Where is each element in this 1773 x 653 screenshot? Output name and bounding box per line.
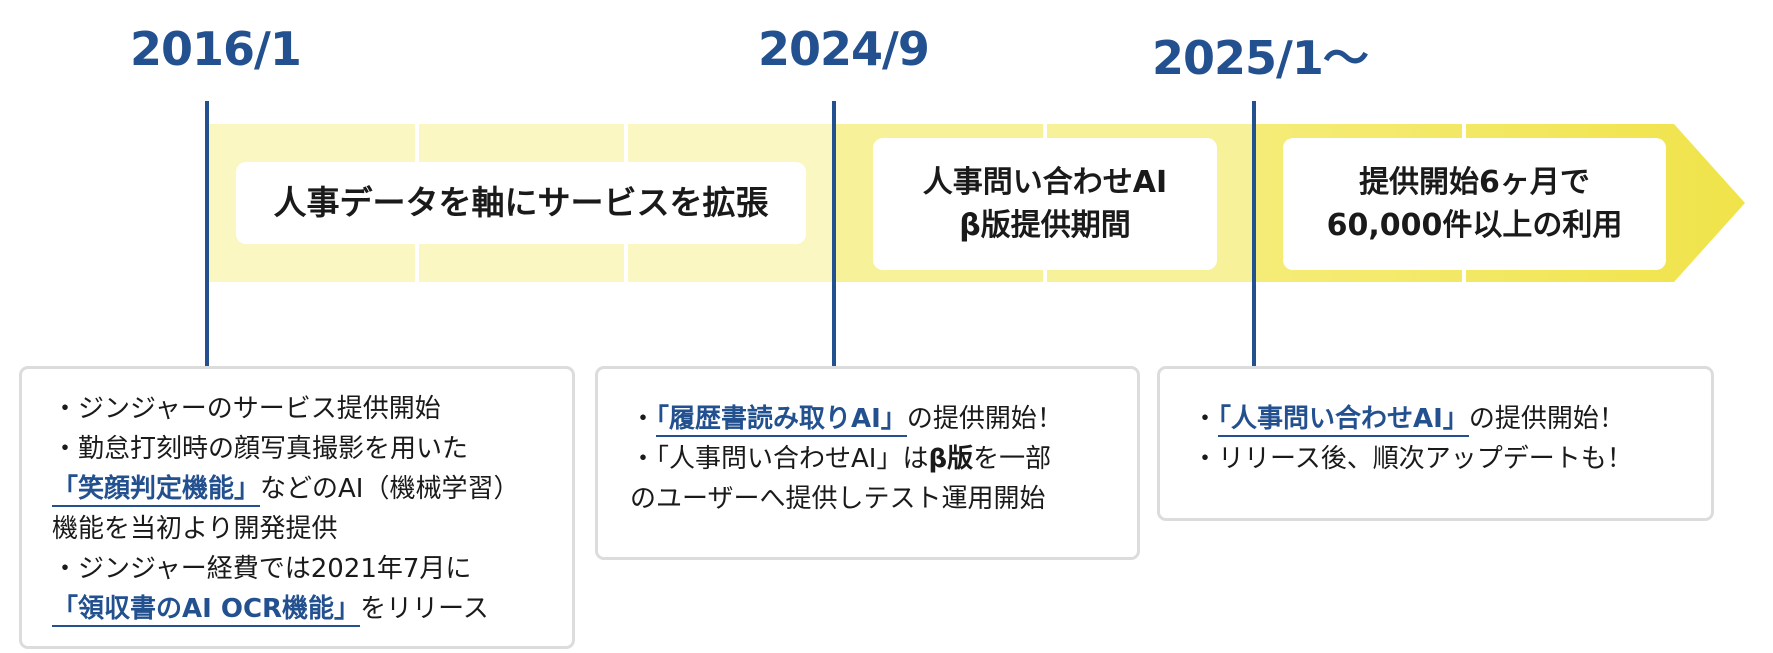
phase-text: 人事問い合わせAI bbox=[922, 164, 1168, 200]
card-line: ・「履歴書読み取りAI」の提供開始！ bbox=[630, 399, 1137, 439]
phase-text: 60,000件以上の利用 bbox=[1326, 208, 1623, 243]
card-text: ・ bbox=[630, 404, 657, 434]
feature-highlight-resume-reader: 「履歴書読み取りAI」 bbox=[656, 404, 907, 437]
card-line: のユーザーへ提供しテスト運用開始 bbox=[630, 484, 1046, 514]
milestone-card-2016: ・ジンジャーのサービス提供開始 ・勤怠打刻時の顔写真撮影を用いた 「笑顔判定機能… bbox=[19, 366, 575, 649]
feature-highlight-smile-detection: 「笑顔判定機能」 bbox=[52, 474, 261, 507]
beta-bold-text: β版 bbox=[928, 444, 974, 474]
card-text: などのAI（機械学習） bbox=[260, 474, 520, 504]
phase-label-expansion: 人事データを軸にサービスを拡張 bbox=[236, 162, 806, 244]
card-text: を一部 bbox=[973, 444, 1052, 474]
milestone-line-2016 bbox=[205, 101, 209, 367]
milestone-line-2024 bbox=[832, 101, 836, 367]
card-line: ・勤怠打刻時の顔写真撮影を用いた bbox=[52, 434, 469, 464]
milestone-line-2025 bbox=[1252, 101, 1256, 367]
card-line: ・リリース後、順次アップデートも！ bbox=[1192, 444, 1633, 474]
card-text: の提供開始！ bbox=[906, 404, 1063, 434]
card-line: ・「人事問い合わせAI」の提供開始！ bbox=[1192, 399, 1711, 439]
phase-label-beta: 人事問い合わせAI β版提供期間 bbox=[873, 138, 1217, 270]
card-line: 機能を当初より開発提供 bbox=[52, 514, 338, 544]
milestone-card-2024: ・「履歴書読み取りAI」の提供開始！ ・「人事問い合わせAI」はβ版を一部 のユ… bbox=[595, 366, 1140, 560]
card-text: の提供開始！ bbox=[1468, 404, 1625, 434]
date-label-2024-9: 2024/9 bbox=[758, 22, 930, 76]
phase-label-usage: 提供開始6ヶ月で 60,000件以上の利用 bbox=[1283, 138, 1666, 270]
date-label-2016-1: 2016/1 bbox=[130, 22, 302, 76]
card-text: ・ bbox=[1192, 404, 1219, 434]
card-line: ・ジンジャーのサービス提供開始 bbox=[52, 394, 441, 424]
milestone-card-2025: ・「人事問い合わせAI」の提供開始！ ・リリース後、順次アップデートも！ bbox=[1157, 366, 1714, 521]
card-text: ・「人事問い合わせAI」は bbox=[630, 444, 929, 474]
card-text: をリリース bbox=[360, 594, 489, 624]
feature-highlight-hr-inquiry-ai: 「人事問い合わせAI」 bbox=[1218, 404, 1469, 437]
phase-text: 提供開始6ヶ月で bbox=[1359, 164, 1590, 200]
feature-highlight-receipt-ocr: 「領収書のAI OCR機能」 bbox=[52, 594, 361, 627]
phase-text: 人事データを軸にサービスを拡張 bbox=[273, 183, 769, 223]
date-label-2025-1: 2025/1〜 bbox=[1152, 31, 1369, 85]
card-line: ・ジンジャー経費では2021年7月に bbox=[52, 554, 472, 584]
card-line: 「笑顔判定機能」などのAI（機械学習） bbox=[52, 469, 572, 509]
phase-text: β版提供期間 bbox=[959, 208, 1131, 243]
card-line: 「領収書のAI OCR機能」をリリース bbox=[52, 589, 572, 629]
card-line: ・「人事問い合わせAI」はβ版を一部 bbox=[630, 439, 1137, 479]
